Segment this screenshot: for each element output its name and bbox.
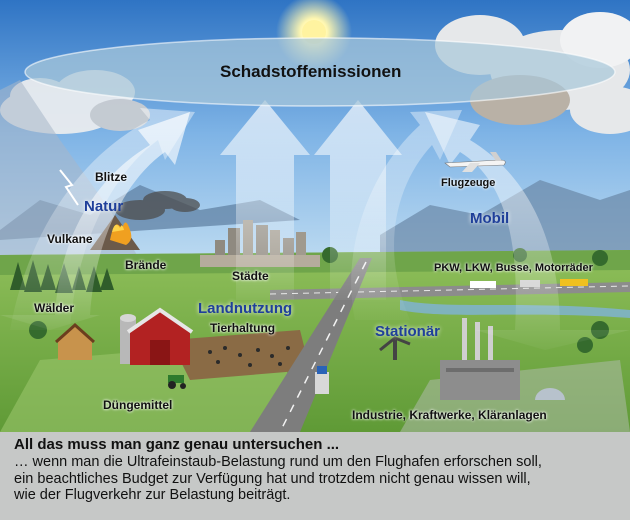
label-blitze: Blitze <box>95 170 127 184</box>
caption-heading: All das muss man ganz genau untersuchen … <box>14 436 620 453</box>
diagram-title: Schadstoffemissionen <box>220 62 401 82</box>
label-vulkane: Vulkane <box>47 232 93 246</box>
truck-icon <box>315 366 329 394</box>
caption-line-1: … wenn man die Ultrafeinstaub-Belastung … <box>14 454 620 471</box>
label-industrie: Industrie, Kraftwerke, Kläranlagen <box>352 408 547 422</box>
label-braende: Brände <box>125 258 166 272</box>
label-staedte: Städte <box>232 269 269 283</box>
emissions-illustration: Schadstoffemissionen Natur Mobil Landnut… <box>0 0 630 432</box>
category-stationaer: Stationär <box>375 323 440 340</box>
label-duengemittel: Düngemittel <box>103 398 172 412</box>
label-tierhaltung: Tierhaltung <box>210 321 275 335</box>
caption-line-2: ein beachtliches Budget zur Verfügung ha… <box>14 471 620 488</box>
label-flugzeuge: Flugzeuge <box>441 177 495 189</box>
label-verkehr: PKW, LKW, Busse, Motorräder <box>434 262 593 274</box>
caption-line-3: wie der Flugverkehr zur Belastung beiträ… <box>14 487 620 504</box>
category-natur: Natur <box>84 198 123 215</box>
caption-panel: All das muss man ganz genau untersuchen … <box>0 432 630 520</box>
label-waelder: Wälder <box>34 301 74 315</box>
category-landnutzung: Landnutzung <box>198 300 292 317</box>
category-mobil: Mobil <box>470 210 509 227</box>
